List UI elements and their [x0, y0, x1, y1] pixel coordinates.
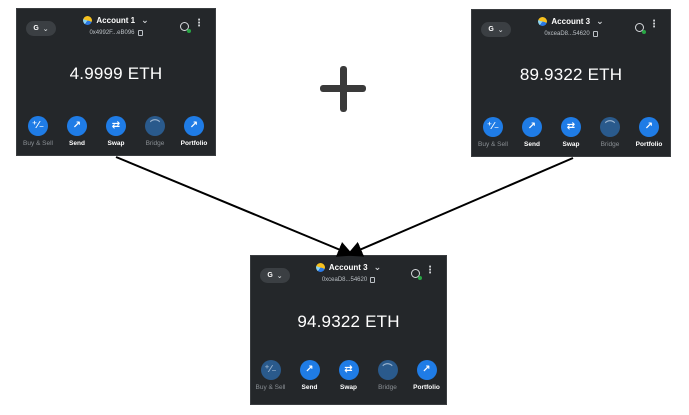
kebab-menu-icon[interactable]: ⋮	[649, 19, 659, 30]
send-label: Send	[524, 141, 540, 148]
swap-label: Swap	[340, 384, 357, 391]
portfolio-label: Portfolio	[180, 140, 208, 147]
buy-sell-icon: ⁺∕₋	[28, 116, 48, 136]
send-icon: ↗	[67, 116, 87, 136]
wallet-panel-account-1: G ⌄ Account 1 ⌄ 0x4992F...eB096 ⋮ 4.9999…	[16, 8, 216, 156]
action-bar: ⁺∕₋ Buy & Sell ↗ Send ⇄ Swap ⌒ Bridge ↗ …	[472, 117, 670, 148]
network-label: G	[267, 272, 273, 279]
portfolio-icon: ↗	[184, 116, 204, 136]
kebab-menu-icon[interactable]: ⋮	[194, 18, 204, 29]
network-label: G	[488, 26, 494, 33]
swap-icon: ⇄	[561, 117, 581, 137]
swap-icon: ⇄	[106, 116, 126, 136]
send-button[interactable]: ↗ Send	[296, 360, 323, 391]
send-icon: ↗	[299, 360, 320, 380]
send-label: Send	[301, 384, 318, 391]
account-address: 0xceaD8...54620	[321, 277, 368, 283]
bridge-icon: ⌒	[377, 360, 398, 380]
portfolio-button[interactable]: ↗ Portfolio	[636, 117, 663, 148]
chevron-down-icon: ⌄	[276, 272, 283, 280]
swap-label: Swap	[107, 140, 125, 147]
buy-sell-icon: ⁺∕₋	[260, 360, 281, 380]
chevron-down-icon: ⌄	[141, 15, 149, 25]
portfolio-button[interactable]: ↗ Portfolio	[181, 116, 208, 147]
swap-label: Swap	[562, 141, 580, 148]
swap-button[interactable]: ⇄ Swap	[335, 360, 362, 391]
balance: 94.9322 ETH	[297, 312, 400, 331]
bridge-label: Bridge	[600, 141, 620, 148]
address-row[interactable]: 0xceaD8...54620	[251, 277, 446, 283]
network-selector[interactable]: G ⌄	[26, 21, 56, 36]
account-name: Account 1	[96, 16, 136, 25]
kebab-menu-icon[interactable]: ⋮	[425, 265, 435, 276]
account-name: Account 3	[551, 17, 591, 26]
account-avatar-icon	[315, 263, 325, 272]
bridge-icon: ⌒	[145, 116, 165, 136]
address-row[interactable]: 0x4992F...eB096	[17, 30, 215, 36]
chevron-down-icon: ⌄	[596, 16, 604, 26]
portfolio-label: Portfolio	[635, 141, 663, 148]
buy-sell-icon: ⁺∕₋	[483, 117, 503, 137]
plus-icon	[320, 66, 366, 112]
portfolio-label: Portfolio	[413, 384, 440, 391]
network-label: G	[33, 25, 39, 32]
bridge-button[interactable]: ⌒ Bridge	[374, 360, 401, 391]
network-selector[interactable]: G ⌄	[481, 22, 511, 37]
send-button[interactable]: ↗ Send	[64, 116, 91, 147]
bridge-button[interactable]: ⌒ Bridge	[142, 116, 169, 147]
swap-button[interactable]: ⇄ Swap	[103, 116, 130, 147]
balance: 4.9999 ETH	[69, 64, 163, 83]
portfolio-icon: ↗	[416, 360, 437, 380]
portfolio-button[interactable]: ↗ Portfolio	[413, 360, 440, 391]
chevron-down-icon: ⌄	[42, 25, 49, 33]
buy-sell-label: Buy & Sell	[478, 141, 508, 148]
action-bar: ⁺∕₋ Buy & Sell ↗ Send ⇄ Swap ⌒ Bridge ↗ …	[17, 116, 215, 147]
connected-sites-icon[interactable]	[180, 22, 191, 33]
bridge-button[interactable]: ⌒ Bridge	[597, 117, 624, 148]
chevron-down-icon: ⌄	[373, 262, 382, 272]
action-bar: ⁺∕₋ Buy & Sell ↗ Send ⇄ Swap ⌒ Bridge ↗ …	[251, 360, 446, 391]
account-avatar-icon	[83, 16, 93, 25]
wallet-panel-account-3: G ⌄ Account 3 ⌄ 0xceaD8...54620 ⋮ 89.932…	[471, 9, 671, 157]
account-selector[interactable]: Account 1 ⌄	[17, 15, 215, 26]
buy-sell-button[interactable]: ⁺∕₋ Buy & Sell	[23, 116, 53, 147]
send-button[interactable]: ↗ Send	[519, 117, 546, 148]
buy-sell-button[interactable]: ⁺∕₋ Buy & Sell	[478, 117, 508, 148]
swap-icon: ⇄	[338, 360, 359, 380]
bridge-label: Bridge	[145, 140, 165, 147]
bridge-label: Bridge	[378, 384, 397, 391]
copy-icon[interactable]	[137, 30, 143, 36]
buy-sell-label: Buy & Sell	[23, 140, 53, 147]
account-address: 0xceaD8...54620	[544, 31, 590, 37]
connected-sites-icon[interactable]	[411, 269, 422, 280]
connected-sites-icon[interactable]	[635, 23, 646, 34]
chevron-down-icon: ⌄	[497, 26, 504, 34]
balance: 89.9322 ETH	[519, 65, 623, 84]
buy-sell-label: Buy & Sell	[255, 384, 286, 391]
account-avatar-icon	[538, 17, 548, 26]
send-icon: ↗	[522, 117, 542, 137]
account-selector[interactable]: Account 3 ⌄	[472, 16, 670, 27]
swap-button[interactable]: ⇄ Swap	[558, 117, 585, 148]
account-name: Account 3	[328, 263, 368, 272]
wallet-panel-result: G ⌄ Account 3 ⌄ 0xceaD8...54620 ⋮ 94.932…	[250, 255, 447, 405]
buy-sell-button[interactable]: ⁺∕₋ Buy & Sell	[255, 360, 286, 391]
portfolio-icon: ↗	[639, 117, 659, 137]
arrow-from-account-3	[346, 157, 574, 257]
account-selector[interactable]: Account 3 ⌄	[251, 262, 446, 273]
bridge-icon: ⌒	[600, 117, 620, 137]
copy-icon[interactable]	[592, 31, 598, 37]
send-label: Send	[69, 140, 85, 147]
copy-icon[interactable]	[370, 277, 376, 283]
arrow-from-account-1	[115, 156, 354, 257]
account-address: 0x4992F...eB096	[89, 30, 135, 36]
network-selector[interactable]: G ⌄	[260, 268, 290, 283]
address-row[interactable]: 0xceaD8...54620	[472, 31, 670, 37]
